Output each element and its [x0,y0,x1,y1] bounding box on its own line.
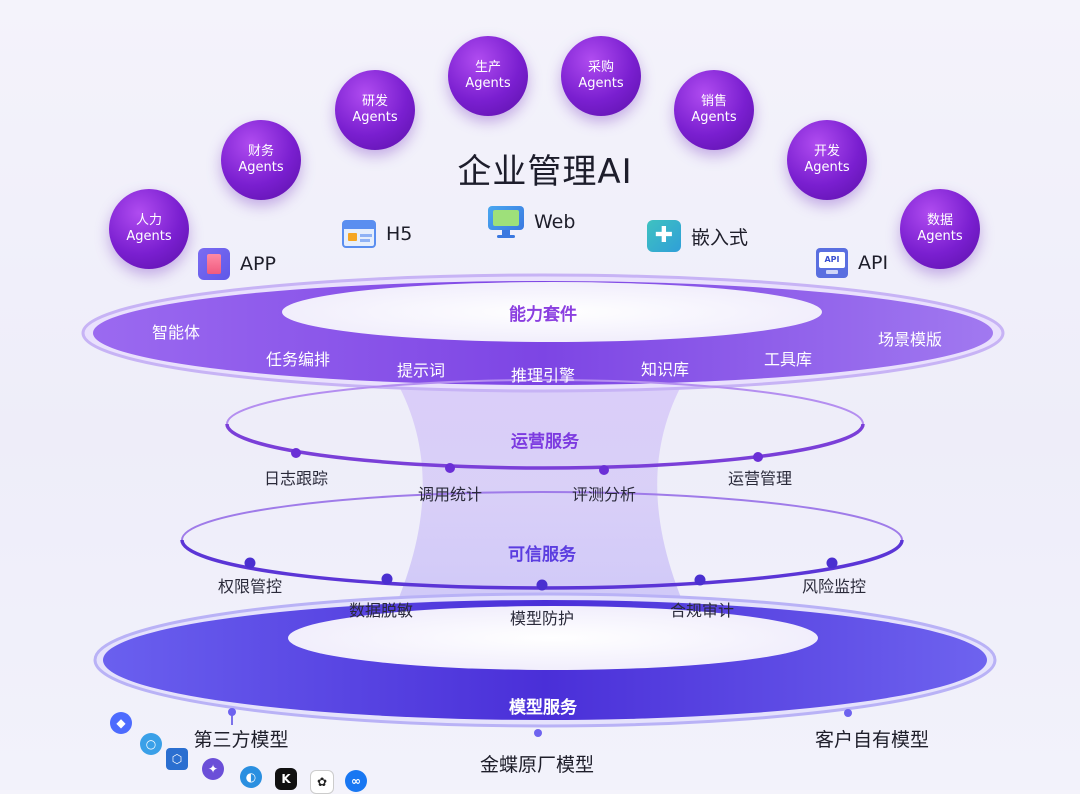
operations-ring-front [225,423,865,470]
model-ring-hole [288,606,818,670]
trust-item: 模型防护 [509,609,575,628]
browser-window-icon [342,220,376,248]
swirl-logo-icon: ◐ [240,766,262,788]
operations-item: 调用统计 [417,485,483,504]
agent-sublabel: Agents [578,76,624,91]
operations-item: 评测分析 [571,485,637,504]
trust-item: 风险监控 [801,577,867,596]
whale-logo-icon: ◆ [110,712,132,734]
trust-dot [381,573,393,585]
capability-item: 工具库 [763,350,813,369]
meta-logo-icon: ∞ [345,770,367,792]
model-item-third-party: 第三方模型 [193,729,289,751]
capability-item: 智能体 [151,323,201,342]
ring-logo-icon: ○ [140,733,162,755]
agent-sublabel: Agents [917,229,963,244]
trust-item: 数据脱敏 [348,601,414,620]
capability-item: 推理引擎 [510,366,576,385]
operations-dot [291,448,301,458]
capability-item: 知识库 [640,360,690,379]
agent-label: 研发 [361,93,388,109]
agent-label: 销售 [700,93,727,109]
capability-title: 能力套件 [509,305,577,325]
agent-sublabel: Agents [238,160,284,175]
hexagon-logo-icon: ⬡ [166,748,188,770]
openai-logo-icon: ✿ [310,770,334,794]
puzzle-piece-icon: ✚ [647,220,681,252]
capability-item: 提示词 [396,361,446,380]
agent-sublabel: Agents [804,160,850,175]
capability-ring-hole [282,282,822,342]
page-title: 企业管理AI [457,152,633,192]
agent-label: 财务 [247,143,274,159]
api-icon: API [816,248,848,278]
operations-dot [599,465,609,475]
star-logo-icon: ✦ [202,758,224,780]
channel-embedded: ✚ 嵌入式 [647,220,748,252]
agent-sublabel: Agents [691,110,737,125]
model-dot [844,709,852,717]
trust-item: 权限管控 [217,577,283,596]
model-item-kingdee: 金蝶原厂模型 [479,754,595,776]
channel-web: Web [488,206,575,238]
operations-dot [753,452,763,462]
trust-dot [536,579,548,591]
trust-dot [826,557,838,569]
agent-sublabel: Agents [465,76,511,91]
agent-label: 数据 [926,212,953,228]
trust-title: 可信服务 [508,545,576,565]
kimi-logo-icon: K [275,768,297,790]
agent-label: 采购 [587,59,614,75]
mobile-app-icon [198,248,230,280]
channel-app: APP [198,248,276,280]
trust-dot [694,574,706,586]
channel-api-label: API [858,252,889,274]
channel-api: API API [816,248,888,278]
channel-web-label: Web [534,211,576,233]
agent-sublabel: Agents [352,110,398,125]
trust-item: 合规审计 [669,601,735,620]
capability-item: 任务编排 [265,350,331,369]
operations-item: 运营管理 [727,469,793,488]
model-item-customer: 客户自有模型 [814,729,930,751]
channel-h5: H5 [342,220,412,248]
channel-app-label: APP [240,253,276,275]
agent-sublabel: Agents [126,229,172,244]
agent-label: 人力 [135,212,162,228]
model-dot [228,708,236,716]
operations-title: 运营服务 [511,432,579,452]
capability-item: 场景模版 [877,330,943,349]
operations-item: 日志跟踪 [263,469,329,488]
channel-embedded-label: 嵌入式 [691,226,749,249]
agent-label: 开发 [813,143,840,159]
trust-dot [244,557,256,569]
agent-label: 生产 [474,59,501,75]
api-icon-text: API [819,252,845,268]
model-dot [534,729,542,737]
operations-dot [445,463,455,473]
channel-h5-label: H5 [386,223,413,245]
model-title: 模型服务 [509,698,577,718]
funnel-glow [360,330,720,640]
monitor-icon [488,206,524,238]
